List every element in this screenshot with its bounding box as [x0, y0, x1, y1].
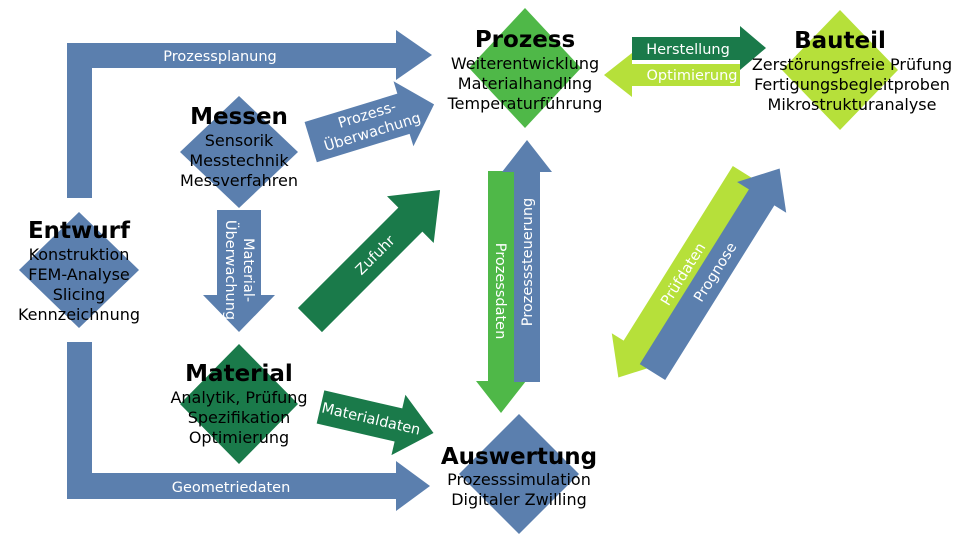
material-ueberwachung-label-1: Material- [240, 238, 256, 302]
auswertung-line-2: Digitaler Zwilling [451, 490, 587, 509]
auswertung-line-1: Prozesssimulation [447, 470, 591, 489]
node-messen: Messen Sensorik Messtechnik Messverfahre… [180, 96, 298, 208]
entwurf-diamond [19, 212, 139, 328]
messen-title: Messen [190, 104, 288, 130]
auswertung-diamond [459, 414, 579, 534]
node-material: Material Analytik, Prüfung Spezifikation… [170, 344, 308, 464]
messen-line-1: Sensorik [205, 131, 274, 150]
material-line-3: Optimierung [189, 428, 289, 447]
entwurf-title: Entwurf [28, 218, 131, 244]
entwurf-line-4: Kennzeichnung [18, 305, 140, 324]
optimierung-label: Optimierung [647, 68, 738, 84]
prozess-line-2: Materialhandling [458, 74, 592, 93]
prozessdaten-arrow: Prozessdaten [476, 171, 526, 413]
geometriedaten-label: Geometriedaten [172, 480, 291, 496]
materialdaten-arrow: Materialdaten [316, 390, 434, 456]
node-prozess: Prozess Weiterentwicklung Materialhandli… [447, 8, 603, 128]
optimierung-arrow: Optimierung [604, 53, 740, 97]
prozess-title: Prozess [475, 27, 575, 53]
material-ueberwachung-label-2: Überwachung [222, 220, 240, 320]
node-bauteil: Bauteil Zerstörungsfreie Prüfung Fertigu… [752, 10, 952, 130]
messen-line-3: Messverfahren [180, 171, 298, 190]
node-entwurf: Entwurf Konstruktion FEM-Analyse Slicing… [18, 212, 140, 328]
bauteil-line-2: Fertigungsbegleitproben [754, 75, 950, 94]
zufuhr-arrow: Zufuhr [297, 189, 441, 333]
material-line-1: Analytik, Prüfung [170, 388, 307, 407]
herstellung-label: Herstellung [646, 42, 730, 58]
entwurf-line-2: FEM-Analyse [28, 265, 130, 284]
prozess-line-3: Temperaturführung [447, 94, 603, 113]
material-ueberwachung-arrow: Material- Überwachung [203, 210, 275, 332]
material-diamond [180, 344, 298, 464]
messen-line-2: Messtechnik [189, 151, 289, 170]
herstellung-arrow: Herstellung [632, 26, 766, 70]
messen-diamond [180, 96, 298, 208]
bauteil-title: Bauteil [794, 28, 886, 54]
prozess-diamond [469, 8, 581, 128]
material-line-2: Spezifikation [188, 408, 291, 427]
auswertung-title: Auswertung [441, 444, 597, 470]
bauteil-line-1: Zerstörungsfreie Prüfung [752, 55, 952, 74]
prognose-arrow: Prognose [639, 168, 787, 381]
geometriedaten-arrow: Geometriedaten [67, 342, 430, 511]
entwurf-line-1: Konstruktion [29, 245, 130, 264]
prozesssteuerung-arrow: Prozesssteuerung [502, 140, 552, 382]
prozess-ueberwachung-arrow: Prozess- Überwachung [304, 81, 435, 163]
entwurf-line-3: Slicing [53, 285, 106, 304]
prozessdaten-label: Prozessdaten [492, 243, 508, 340]
prozessplanung-arrow: Prozessplanung [67, 30, 432, 198]
bauteil-line-3: Mikrostrukturanalyse [768, 95, 937, 114]
node-auswertung: Auswertung Prozesssimulation Digitaler Z… [441, 414, 597, 534]
prozesssteuerung-label: Prozesssteuerung [520, 198, 536, 326]
pruefdaten-arrow: Prüfdaten [611, 165, 759, 378]
bauteil-diamond [782, 10, 898, 130]
prozess-line-1: Weiterentwicklung [451, 54, 599, 73]
material-title: Material [185, 361, 293, 387]
prozessplanung-label: Prozessplanung [163, 49, 277, 65]
